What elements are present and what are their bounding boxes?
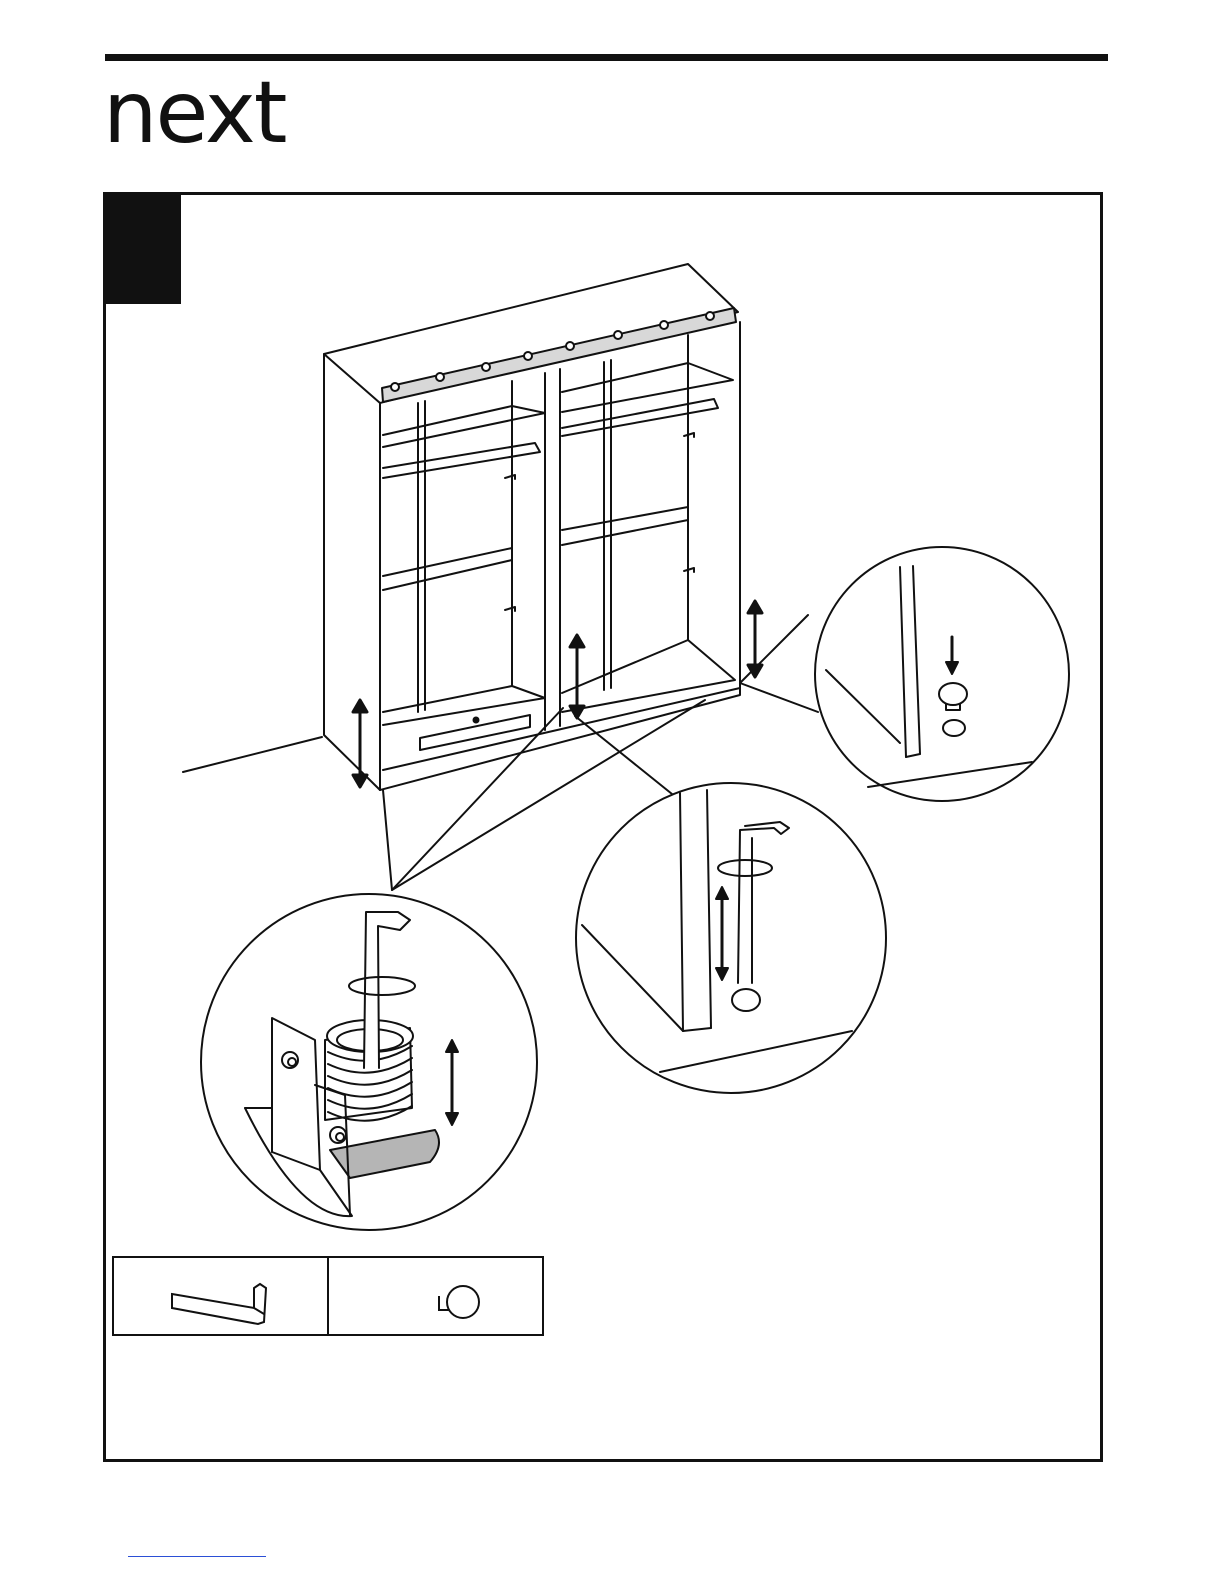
callout-line-5 (740, 683, 818, 712)
floor-line-left (183, 737, 322, 772)
adjust-arrows (353, 601, 762, 787)
cap-plug-icon (329, 1258, 545, 1334)
allen-key-icon (114, 1258, 330, 1334)
footer-link-underline[interactable] (128, 1556, 266, 1557)
callout-line-1 (383, 790, 392, 890)
wardrobe-carcass (324, 264, 740, 790)
parts-legend (112, 1256, 544, 1336)
detail-cap-plug (815, 547, 1069, 801)
callout-line-3 (392, 700, 705, 890)
detail-allen-key (576, 783, 886, 1093)
callout-line-2 (392, 708, 563, 890)
part-allen-key (114, 1258, 327, 1334)
part-cap-plug (327, 1258, 542, 1334)
detail-levelling-foot (201, 894, 537, 1230)
floor-line-right (740, 615, 808, 683)
